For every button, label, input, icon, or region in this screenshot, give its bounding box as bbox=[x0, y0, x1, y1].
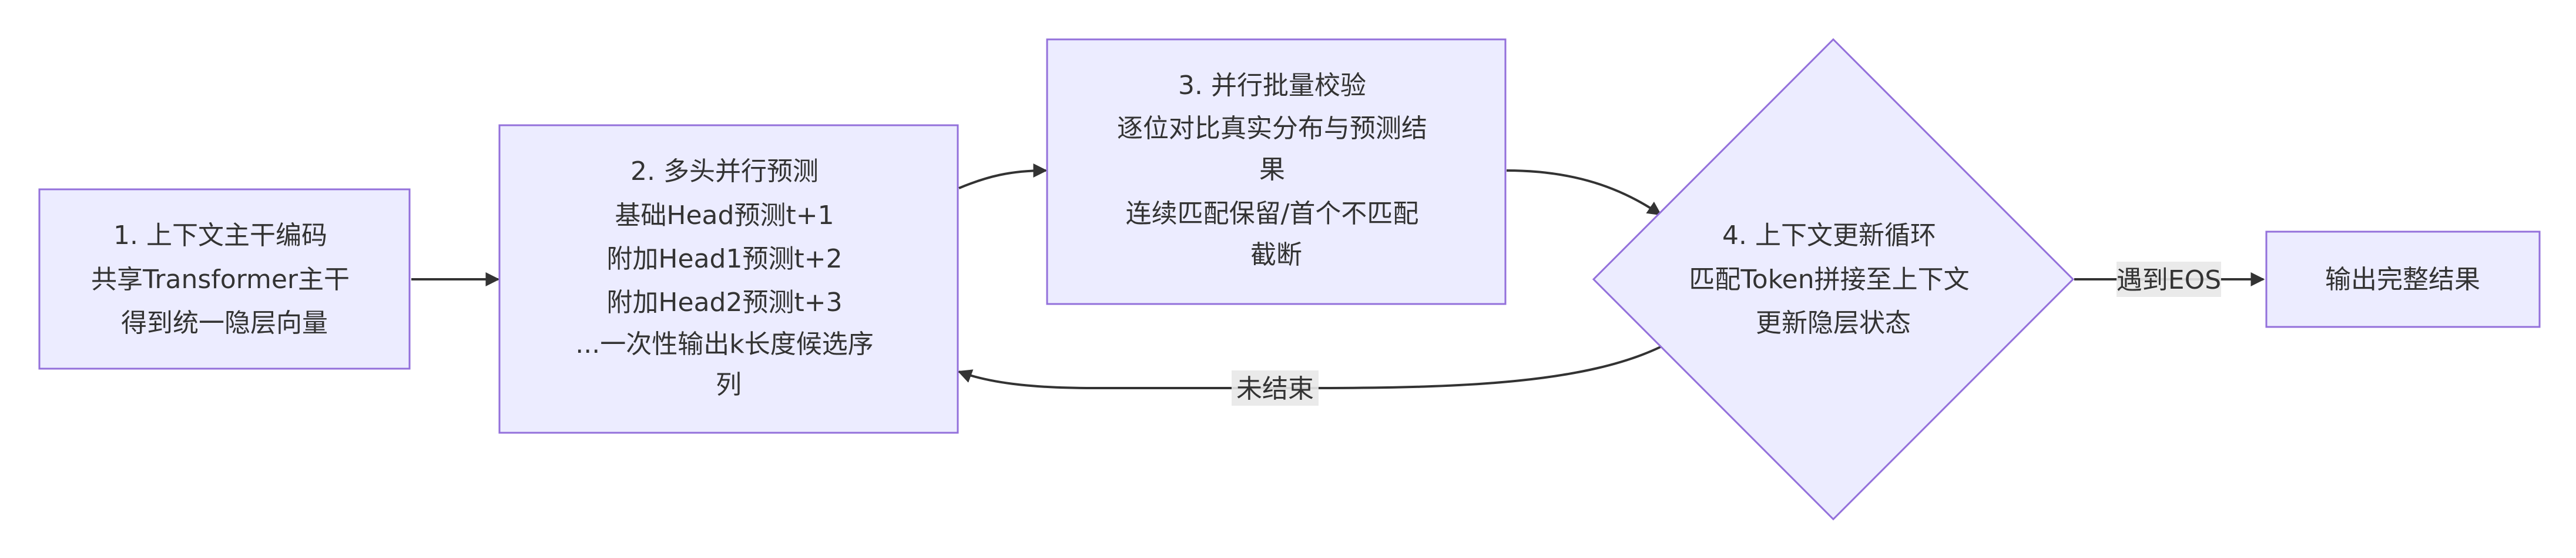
edge-label-eos: 遇到EOS bbox=[2117, 262, 2221, 297]
node-verify-line: 果 bbox=[1259, 155, 1285, 185]
node-update-text: 4. 上下文更新循环 匹配Token拼接至上下文 更新隐层状态 bbox=[1689, 220, 1977, 338]
node-encode-line: 1. 上下文主干编码 bbox=[113, 220, 327, 250]
edge-predict-to-verify bbox=[958, 163, 1048, 189]
node-verify-line: 3. 并行批量校验 bbox=[1178, 71, 1366, 101]
node-verify: 3. 并行批量校验 逐位对比真实分布与预测结 果 连续匹配保留/首个不匹配 截断 bbox=[1046, 38, 1507, 305]
node-verify-text: 3. 并行批量校验 逐位对比真实分布与预测结 果 连续匹配保留/首个不匹配 截断 bbox=[1117, 71, 1435, 270]
node-predict-line: 2. 多头并行预测 bbox=[630, 156, 819, 186]
node-predict-text: 2. 多头并行预测 基础Head预测t+1 附加Head1预测t+2 附加Hea… bbox=[575, 156, 881, 400]
node-output-text: 输出完整结果 bbox=[2325, 265, 2480, 295]
node-predict-line: 基础Head预测t+1 bbox=[615, 201, 834, 230]
edge-update-to-predict-loop bbox=[957, 346, 1661, 389]
node-predict: 2. 多头并行预测 基础Head预测t+1 附加Head1预测t+2 附加Hea… bbox=[498, 124, 959, 434]
node-update-line: 4. 上下文更新循环 bbox=[1722, 220, 1936, 250]
node-update: 4. 上下文更新循环 匹配Token拼接至上下文 更新隐层状态 bbox=[1592, 38, 2075, 521]
node-verify-line: 截断 bbox=[1250, 240, 1302, 270]
node-encode-text: 1. 上下文主干编码 共享Transformer主干 得到统一隐层向量 bbox=[91, 220, 358, 338]
node-encode-line: 得到统一隐层向量 bbox=[121, 308, 328, 338]
node-output-line: 输出完整结果 bbox=[2325, 265, 2480, 295]
edge-label-loop-text: 未结束 bbox=[1236, 374, 1314, 404]
edge-label-eos-text: 遇到EOS bbox=[2117, 265, 2221, 295]
node-predict-line: 列 bbox=[716, 370, 742, 400]
edge-label-loop: 未结束 bbox=[1232, 370, 1319, 406]
node-update-line: 匹配Token拼接至上下文 bbox=[1689, 265, 1969, 295]
node-update-line: 更新隐层状态 bbox=[1756, 308, 1911, 338]
edge-verify-to-update bbox=[1506, 169, 1662, 216]
node-output: 输出完整结果 bbox=[2265, 230, 2541, 328]
node-predict-line: 附加Head1预测t+2 bbox=[606, 244, 842, 274]
node-verify-line: 逐位对比真实分布与预测结 bbox=[1117, 113, 1427, 143]
node-encode-line: 共享Transformer主干 bbox=[91, 265, 350, 295]
node-predict-line: ...一次性输出k长度候选序 bbox=[575, 329, 873, 359]
node-encode: 1. 上下文主干编码 共享Transformer主干 得到统一隐层向量 bbox=[38, 188, 411, 370]
node-verify-line: 连续匹配保留/首个不匹配 bbox=[1126, 199, 1419, 229]
node-predict-line: 附加Head2预测t+3 bbox=[606, 288, 842, 318]
